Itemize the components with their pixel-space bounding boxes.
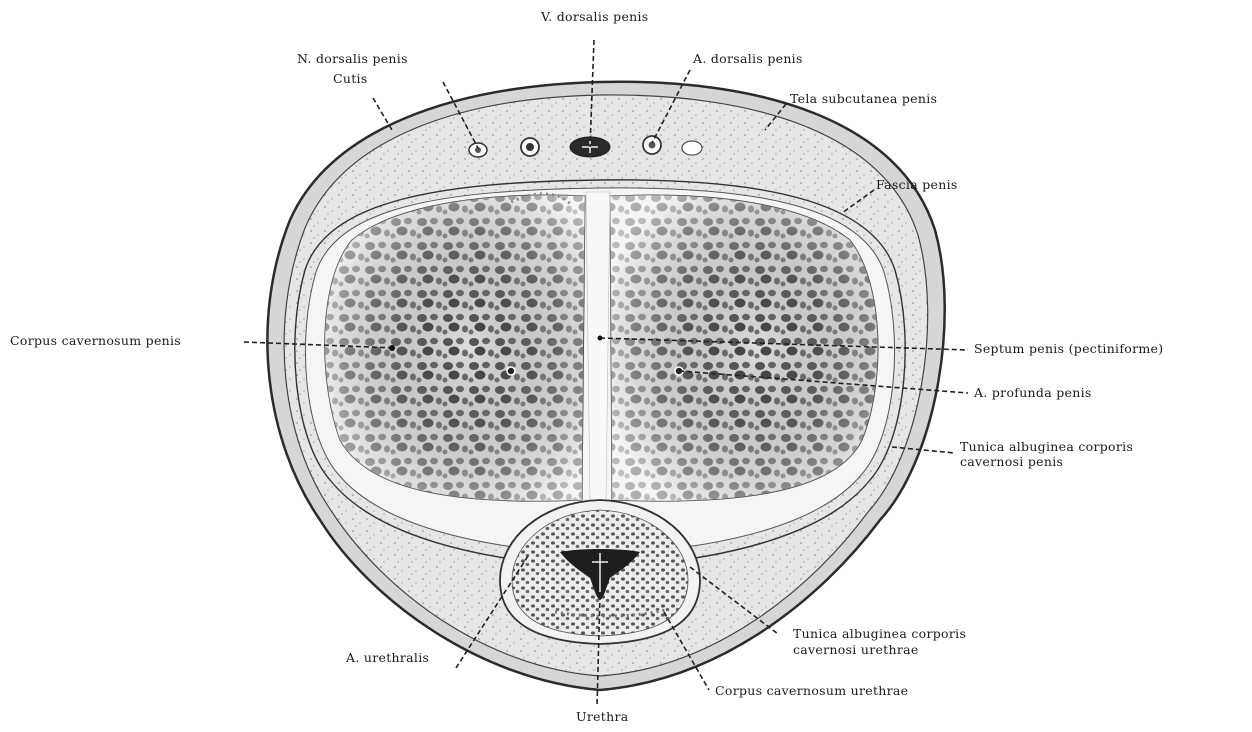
label-tunica-penis-1: Tunica albuginea corporis (960, 440, 1133, 454)
label-urethra: Urethra (576, 710, 629, 724)
label-corpus-cav-urethrae: Corpus cavernosum urethrae (715, 684, 908, 698)
label-corpus-cav-penis: Corpus cavernosum penis (10, 334, 181, 348)
label-v-dorsalis: V. dorsalis penis (541, 10, 649, 24)
label-tunica-penis-2: cavernosi penis (960, 455, 1063, 469)
label-a-urethralis: A. urethralis (346, 651, 429, 665)
label-tunica-urethrae-2: cavernosi urethrae (793, 643, 919, 657)
label-a-profunda: A. profunda penis (974, 386, 1092, 400)
label-a-dorsalis: A. dorsalis penis (693, 52, 803, 66)
label-tunica-urethrae-1: Tunica albuginea corporis (793, 627, 966, 641)
septum-penis (586, 192, 610, 500)
label-septum: Septum penis (pectiniforme) (974, 342, 1163, 356)
label-cutis: Cutis (333, 72, 368, 86)
label-tela: Tela subcutanea penis (790, 92, 937, 106)
label-fascia: Fascia penis (876, 178, 958, 192)
a-profunda-left (507, 367, 515, 375)
label-n-dorsalis: N. dorsalis penis (297, 52, 408, 66)
